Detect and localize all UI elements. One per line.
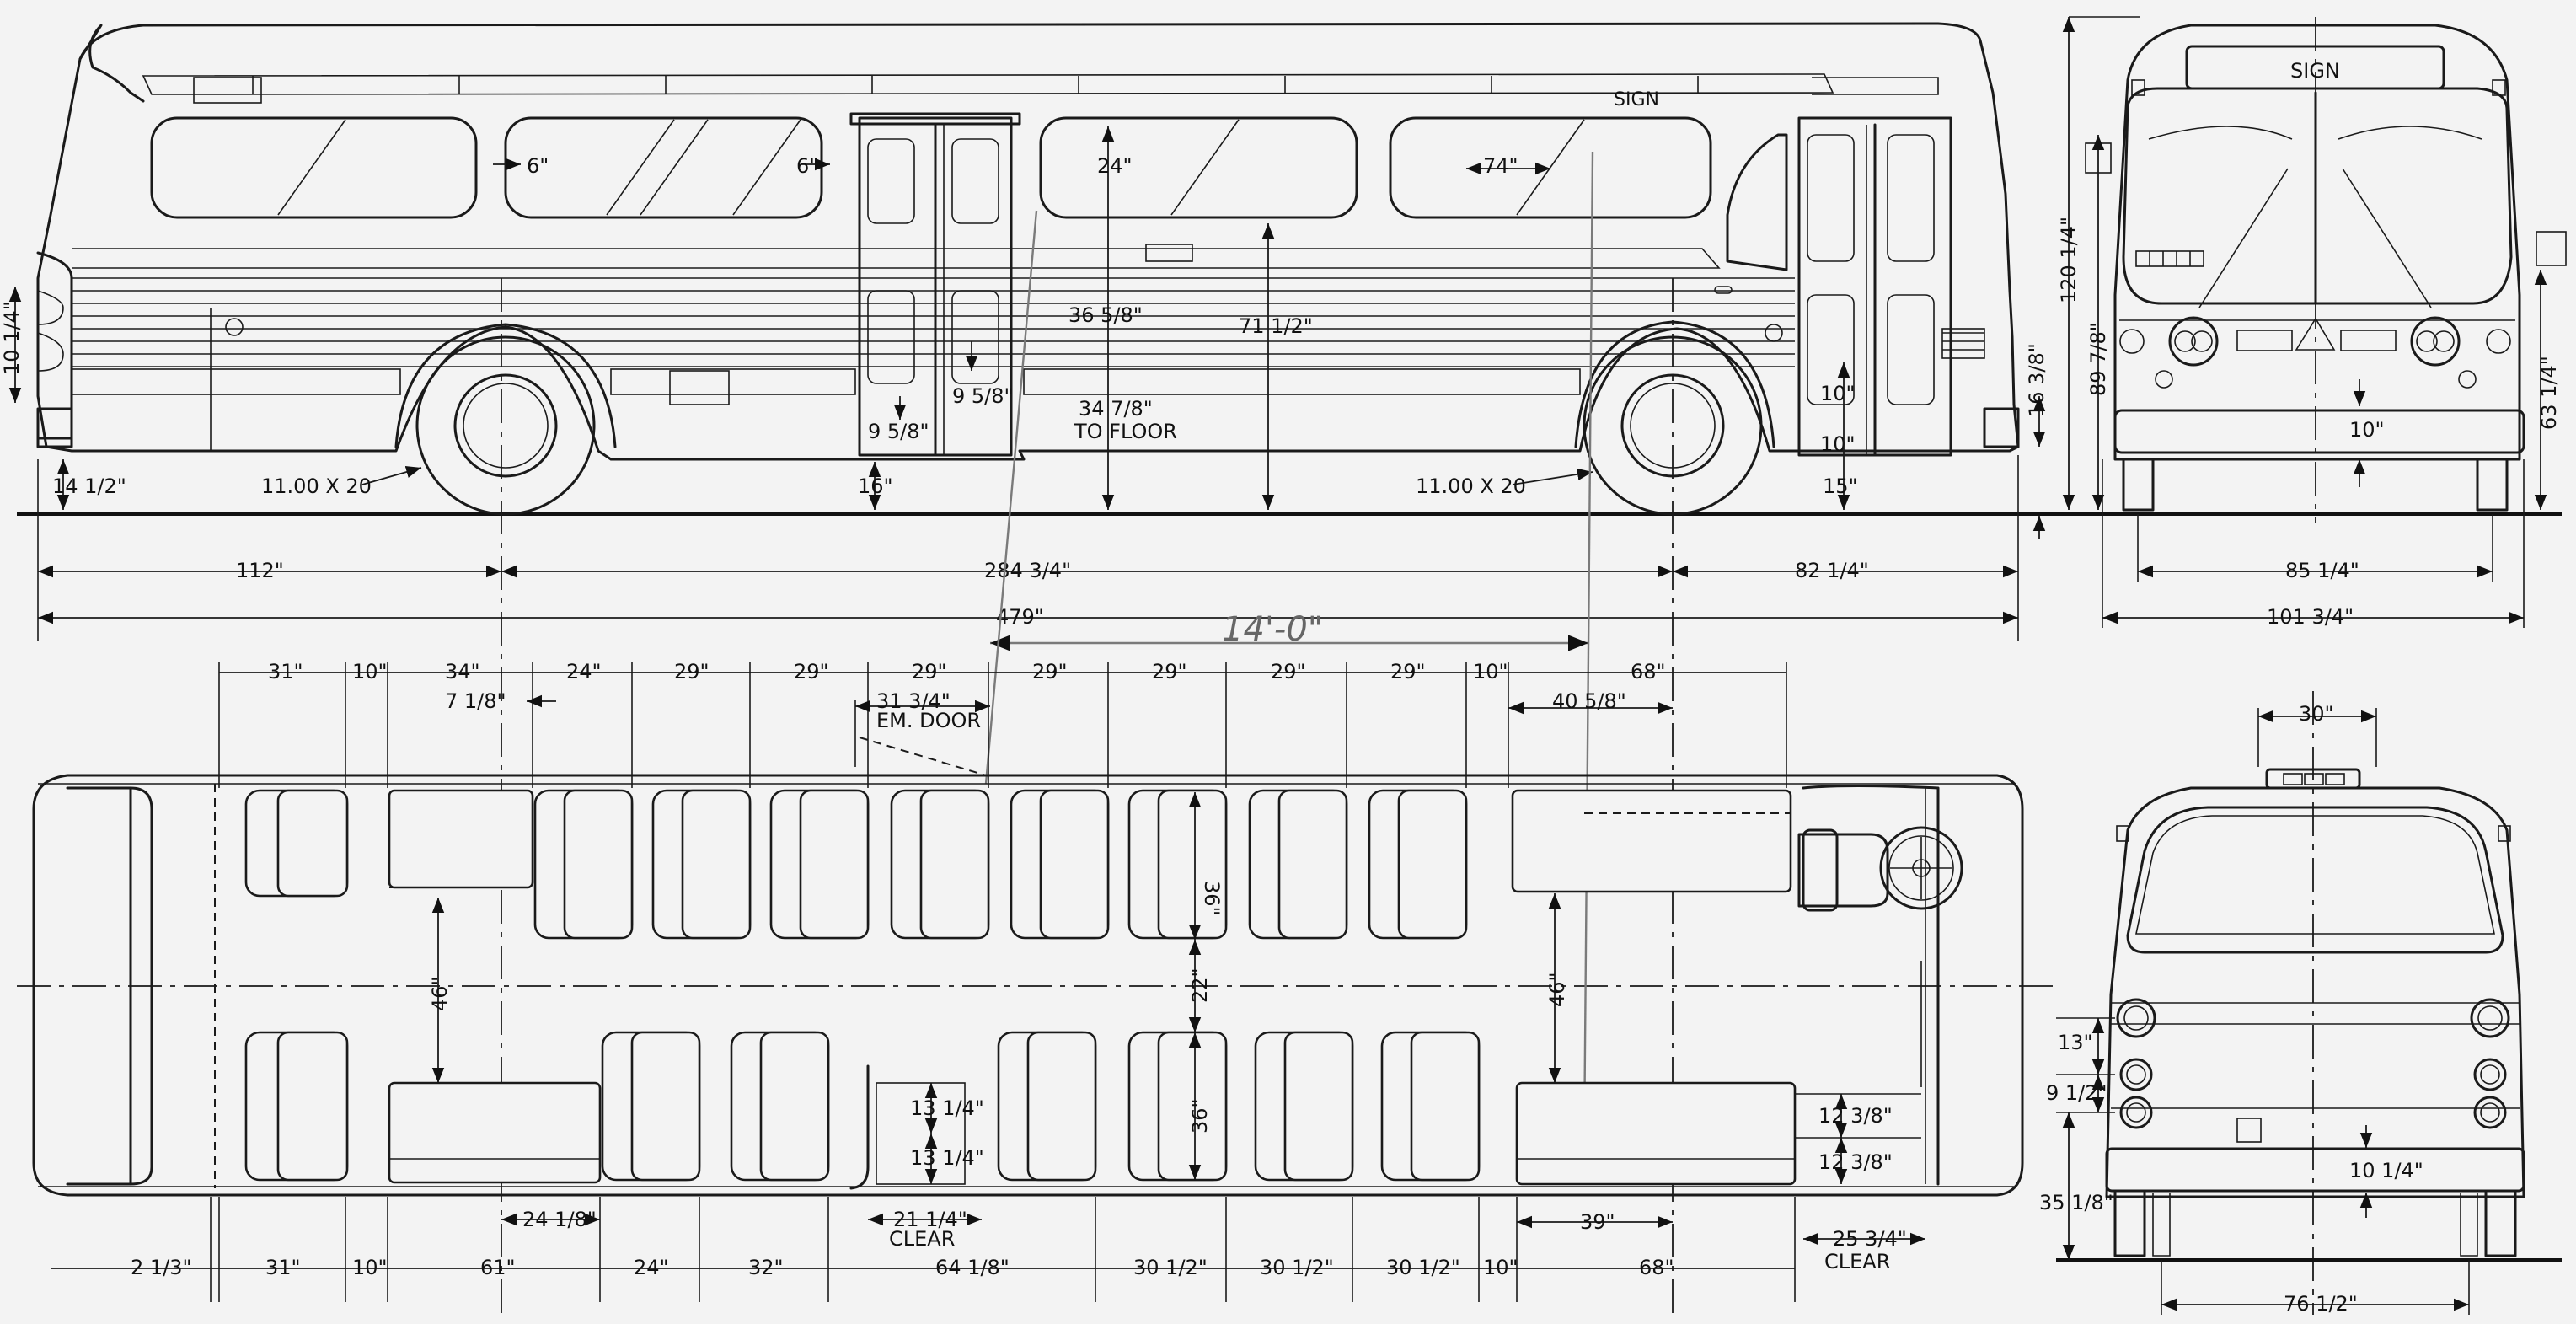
- bottom-dim-1: 31": [265, 1256, 301, 1279]
- top-dim-4: 29": [674, 660, 710, 683]
- top-dim-5: 29": [794, 660, 829, 683]
- floor-height-dim: 34 7/8": [1079, 397, 1153, 421]
- side-view: SIGN: [0, 22, 2048, 1147]
- top-dim-6: 29": [912, 660, 947, 683]
- seat-row-bottom: [244, 1031, 1481, 1182]
- interior-height-dim: 71 1/2": [1239, 314, 1313, 338]
- front-headlight-height-dim: 63 1/4": [2537, 356, 2561, 430]
- front-tire-label: 11.00 X 20: [1416, 474, 1526, 498]
- rear-door-step-1-dim: 13 1/4": [910, 1096, 984, 1120]
- top-dim-11: 10": [1473, 660, 1508, 683]
- front-door-step-2-dim: 12 3/8": [1818, 1150, 1893, 1174]
- side-sign-label: SIGN: [1614, 89, 1659, 110]
- step-height-dim: 9 5/8": [868, 420, 929, 443]
- rear-track-width-dim: 76 1/2": [2284, 1292, 2358, 1316]
- aisle-width-left-dim: 46": [428, 976, 452, 1011]
- door-ground-dim: 16": [858, 474, 893, 498]
- front-bumper-height-dim: 16 3/8": [2025, 343, 2048, 417]
- front-overall-width-dim: 101 3/4": [2267, 605, 2354, 629]
- bottom-dim-5: 32": [748, 1256, 784, 1279]
- front-ground-dim: 15": [1823, 474, 1858, 498]
- step-height-dim-right: 9 5/8": [952, 384, 1014, 408]
- rear-tire-label: 11.00 X 20: [261, 474, 372, 498]
- front-section-dim: 40 5/8": [1552, 689, 1626, 713]
- to-floor-label: TO FLOOR: [1074, 420, 1177, 443]
- bottom-dim-9: 30 1/2": [1386, 1256, 1460, 1279]
- front-door-clear-label: CLEAR: [1824, 1250, 1890, 1273]
- rear-ground-dim: 14 1/2": [52, 474, 126, 498]
- handwritten-length-annotation: 14'-0": [1222, 610, 1323, 649]
- em-door-label: EM. DOOR: [876, 709, 981, 732]
- front-step-dim-1: 10": [1820, 382, 1856, 405]
- front-bench-dim: 39": [1580, 1210, 1615, 1234]
- bottom-dim-6: 64 1/8": [935, 1256, 1010, 1279]
- top-dim-9: 29": [1271, 660, 1306, 683]
- window-width-dim: 74": [1483, 154, 1518, 178]
- bottom-dim-3: 61": [480, 1256, 516, 1279]
- aisle-center-dim: 22": [1188, 968, 1212, 1003]
- rear-door-step-2-dim: 13 1/4": [910, 1146, 984, 1170]
- front-door-step-1-dim: 12 3/8": [1818, 1104, 1893, 1128]
- top-dim-12: 68": [1631, 660, 1666, 683]
- rear-view: 30" 13" 9 1/2" 35 1/8" 10 1/4" 76 1/2": [2039, 702, 2562, 1316]
- top-dim-2: 34": [445, 660, 480, 683]
- overall-length-dim: 479": [996, 605, 1044, 629]
- seat-depth-bottom-dim: 36": [1188, 1098, 1212, 1134]
- top-dim-0: 31": [268, 660, 303, 683]
- bottom-dim-10: 10": [1483, 1256, 1518, 1279]
- front-step-dim-2: 10": [1820, 432, 1856, 456]
- top-dim-8: 29": [1152, 660, 1187, 683]
- front-track-width-dim: 85 1/4": [2285, 559, 2359, 582]
- rear-bumper-height-dim: 10 1/4": [0, 301, 24, 375]
- top-dim-10: 29": [1390, 660, 1426, 683]
- front-overhang-dim: 82 1/4": [1795, 559, 1869, 582]
- front-sign-label: SIGN: [2290, 59, 2340, 83]
- seat-depth-top-dim: 36": [1200, 881, 1224, 916]
- window-gap-dim-1: 6": [527, 154, 549, 178]
- top-dim-1: 10": [352, 660, 388, 683]
- bottom-dim-7: 30 1/2": [1133, 1256, 1208, 1279]
- rear-door-clear-label: CLEAR: [889, 1227, 955, 1251]
- front-view: SIGN 120 1/4": [2032, 16, 2567, 629]
- seat-row-top: [244, 789, 1468, 940]
- front-window-sill-dim: 89 7/8": [2086, 322, 2110, 396]
- rear-bumper-gap-dim: 10 1/4": [2349, 1159, 2423, 1182]
- window-gap-dim-2: 6": [796, 154, 818, 178]
- window-height-dim: 24": [1097, 154, 1133, 178]
- bench-width-dim: 24 1/8": [522, 1208, 597, 1231]
- front-door-clear-dim: 25 3/4": [1833, 1227, 1907, 1251]
- plan-view: 31" 10" 34" 24" 29" 29" 29" 29" 29" 29" …: [32, 660, 2024, 1302]
- rear-light-spacing-1: 13": [2058, 1031, 2093, 1054]
- rear-bumper-height-dim: 35 1/8": [2039, 1191, 2113, 1214]
- bottom-dim-2: 10": [352, 1256, 388, 1279]
- em-door-width-dim: 31 3/4": [876, 689, 951, 713]
- bottom-dim-0: 2 1/3": [131, 1256, 192, 1279]
- floor-to-window-dim: 36 5/8": [1068, 303, 1143, 327]
- rear-light-spacing-2: 9 1/2": [2046, 1081, 2107, 1105]
- rear-overhang-dim: 112": [236, 559, 284, 582]
- top-dim-7: 29": [1032, 660, 1068, 683]
- top-dim-3: 24": [566, 660, 602, 683]
- bottom-dim-8: 30 1/2": [1260, 1256, 1334, 1279]
- wheelbase-dim: 284 3/4": [984, 559, 1071, 582]
- rear-door-clear-dim: 21 1/4": [893, 1208, 967, 1231]
- rear-roof-light-dim: 30": [2299, 702, 2334, 726]
- aisle-offset-dim: 7 1/8": [445, 689, 506, 713]
- bottom-dim-4: 24": [634, 1256, 669, 1279]
- front-bumper-gap-dim: 10": [2349, 418, 2385, 442]
- front-overall-height-dim: 120 1/4": [2057, 217, 2081, 303]
- aisle-width-right-dim: 46": [1545, 972, 1569, 1007]
- bottom-dim-11: 68": [1639, 1256, 1674, 1279]
